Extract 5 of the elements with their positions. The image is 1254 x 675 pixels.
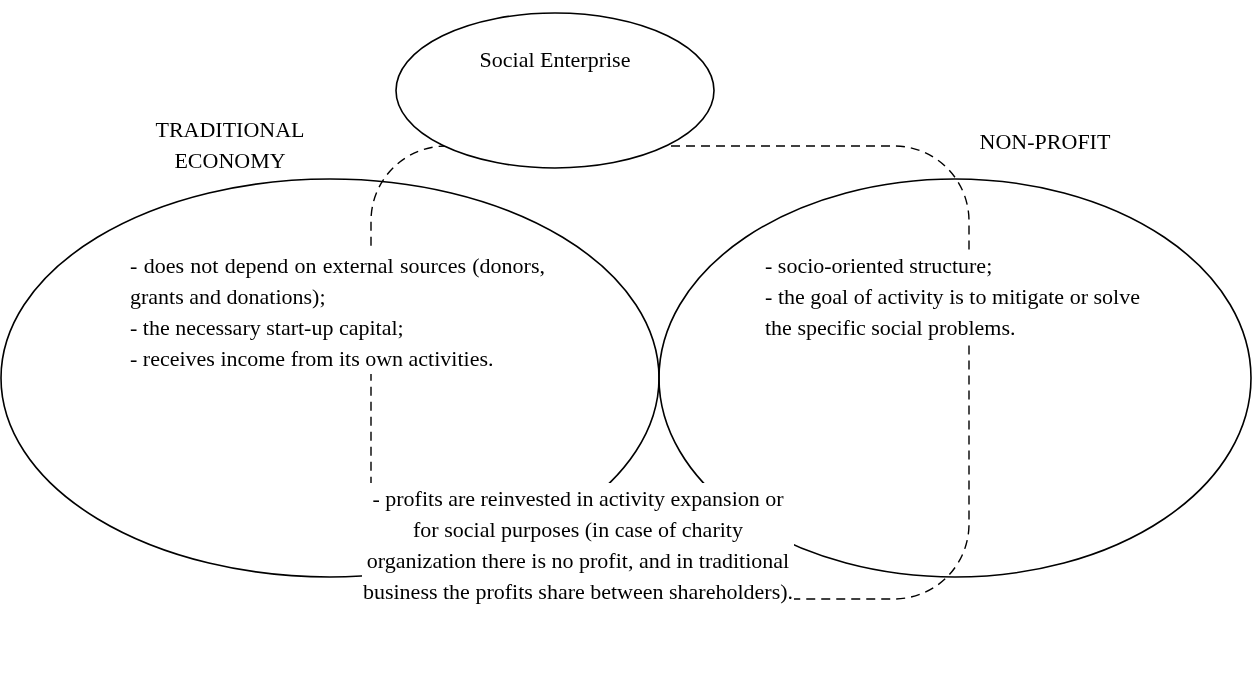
heading-label: NON-PROFIT — [978, 128, 1112, 156]
title-label: Social Enterprise — [478, 46, 632, 74]
bullet-text: - does not depend on external sources (donors, grants and donations); — [130, 250, 545, 312]
heading-label: TRADITIONAL ECONOMY — [154, 116, 306, 175]
bullet-text: - profits are reinvested in activity expansion or for social purposes (in case of charity organization there is no profit, and in traditional business the profits share between shareholders). — [362, 483, 794, 607]
